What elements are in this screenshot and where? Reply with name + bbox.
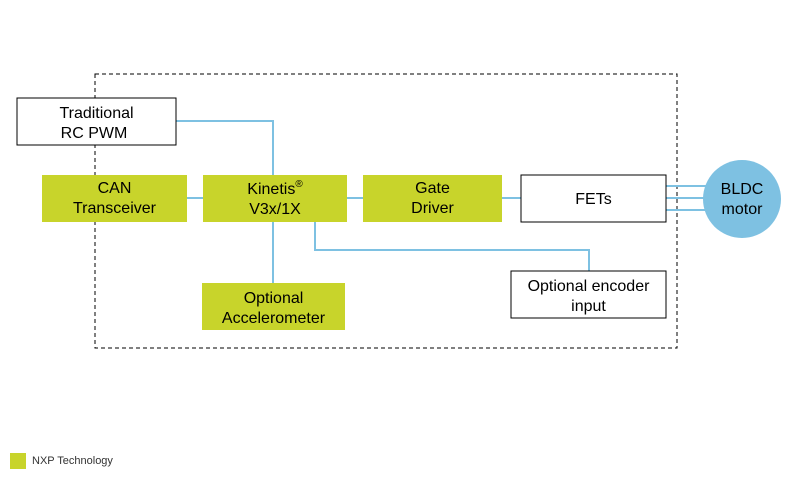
accelerometer-line1: Optional (244, 290, 304, 307)
gate-driver-line2: Driver (411, 200, 454, 217)
nxp-technology-swatch (10, 453, 26, 469)
connectors (176, 120, 708, 283)
kinetis-registered-mark: ® (295, 179, 303, 190)
encoder-line1: Optional encoder (528, 278, 651, 295)
traditional-rc-pwm-line1: Traditional (59, 105, 133, 122)
bldc-motor-line1: BLDC (721, 181, 764, 198)
kinetis-line2: V3x/1X (249, 201, 301, 218)
kinetis-line1: Kinetis (247, 181, 295, 198)
encoder-input-block: Optional encoder input (510, 270, 667, 319)
kinetis-to-encoder-connector (314, 222, 590, 271)
bldc-motor-line2: motor (722, 201, 764, 218)
fets-label: FETs (575, 191, 611, 208)
encoder-line2: input (571, 298, 606, 315)
can-transceiver-line2: Transceiver (73, 200, 157, 217)
gate-driver-block: Gate Driver (363, 175, 502, 222)
traditional-rc-pwm-line2: RC PWM (61, 125, 128, 142)
accelerometer-block: Optional Accelerometer (202, 283, 345, 330)
svg-text:Kinetis®: Kinetis® (247, 179, 303, 198)
fets-block: FETs (520, 174, 667, 223)
rc-pwm-to-kinetis-connector (176, 120, 274, 175)
traditional-rc-pwm-block: Traditional RC PWM (16, 97, 177, 146)
bldc-motor: BLDC motor (703, 160, 781, 238)
gate-driver-line1: Gate (415, 180, 450, 197)
legend-label: NXP Technology (32, 455, 113, 467)
kinetis-block: Kinetis® V3x/1X (203, 175, 347, 222)
can-transceiver-line1: CAN (98, 180, 132, 197)
accelerometer-line2: Accelerometer (222, 310, 326, 327)
legend: NXP Technology (10, 453, 113, 469)
can-transceiver-block: CAN Transceiver (42, 175, 187, 222)
